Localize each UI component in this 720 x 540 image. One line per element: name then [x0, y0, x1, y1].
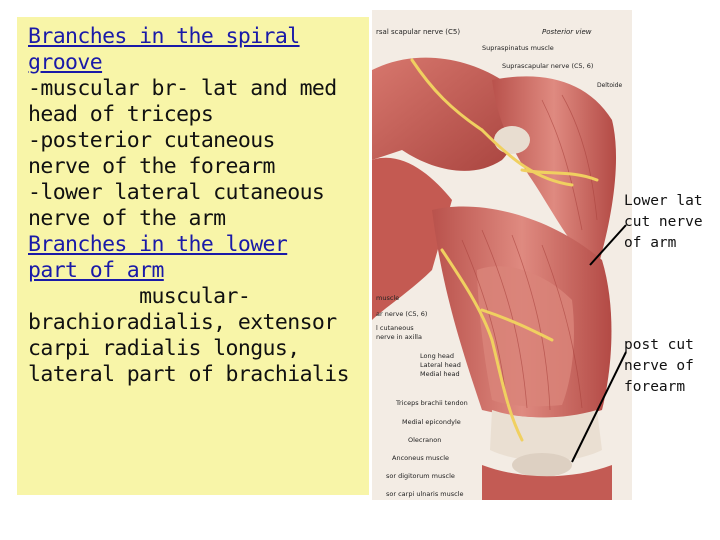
notes-box: Branches in the spiral groove -muscular …	[17, 17, 369, 495]
forearm-muscle-shape	[482, 465, 612, 500]
fig-label-medial-epicondyle: Medial epicondyle	[402, 418, 461, 426]
notes-line: nerve of the arm	[28, 206, 226, 231]
notes-heading-lower-arm-1: Branches in the lower	[28, 232, 288, 257]
notes-line: brachioradialis, extensor	[28, 310, 337, 335]
fig-label-cutaneous: l cutaneous	[376, 324, 414, 332]
annotation-line: post cut	[624, 337, 694, 353]
annotation-lower-lat-cut-nerve: Lower lat cut nerve of arm	[624, 191, 703, 254]
notes-line: muscular-	[28, 284, 251, 309]
annotation-line: nerve of	[624, 358, 694, 374]
scapular-muscle-shape	[372, 157, 452, 320]
notes-line: head of triceps	[28, 102, 214, 127]
notes-line: carpi radialis longus,	[28, 336, 300, 361]
fig-label-anconeus: Anconeus muscle	[392, 454, 449, 462]
annotation-post-cut-nerve: post cut nerve of forearm	[624, 335, 694, 398]
fig-label-long-head: Long head	[420, 352, 454, 360]
fig-label-olecranon: Olecranon	[408, 436, 441, 444]
notes-line: -muscular br- lat and med	[28, 76, 337, 101]
annotation-line: forearm	[624, 379, 686, 395]
fig-label-nerve-c5: ar nerve (C5, 6)	[376, 310, 427, 318]
fig-label-muscle: muscle	[376, 294, 399, 302]
anatomy-figure: rsal scapular nerve (C5) Posterior view …	[372, 10, 632, 500]
fig-label-lateral-head: Lateral head	[420, 361, 461, 369]
notes-heading-spiral-groove-1: Branches in the spiral	[28, 24, 300, 49]
fig-label-axilla: nerve in axilla	[376, 333, 422, 341]
fig-label-digitorum: sor digitorum muscle	[386, 472, 455, 480]
fig-label-triceps-tendon: Triceps brachii tendon	[395, 399, 468, 407]
notes-line: lateral part of brachialis	[28, 362, 350, 387]
humeral-head-shape	[494, 126, 530, 154]
arm-posterior-illustration: rsal scapular nerve (C5) Posterior view …	[372, 10, 632, 500]
radial-nerve-paths	[410, 58, 599, 442]
notes-line: -posterior cutaneous	[28, 128, 275, 153]
notes-line: nerve of the forearm	[28, 154, 275, 179]
triceps-lateral-head-shape	[477, 266, 574, 407]
fig-label-carpi-ulnaris: sor carpi ulnaris muscle	[386, 490, 464, 498]
annotation-line: cut nerve	[624, 214, 703, 230]
fig-label-suprascapular: Suprascapular nerve (C5, 6)	[502, 62, 593, 70]
annotation-line: of arm	[624, 235, 677, 251]
annotation-line: Lower lat	[624, 193, 703, 209]
fig-label-dorsal-scapular: rsal scapular nerve (C5)	[376, 28, 460, 36]
fig-label-medial-head: Medial head	[420, 370, 460, 378]
notes-line: -lower lateral cutaneous	[28, 180, 325, 205]
fig-label-posterior-view: Posterior view	[542, 28, 592, 36]
fig-label-supraspinatus: Supraspinatus muscle	[482, 44, 554, 52]
olecranon-shape	[512, 453, 572, 477]
notes-heading-lower-arm-2: part of arm	[28, 258, 164, 283]
supraspinatus-muscle-shape	[372, 57, 517, 171]
notes-heading-spiral-groove-2: groove	[28, 50, 103, 75]
fig-label-deltoid: Deltoide	[597, 82, 622, 89]
